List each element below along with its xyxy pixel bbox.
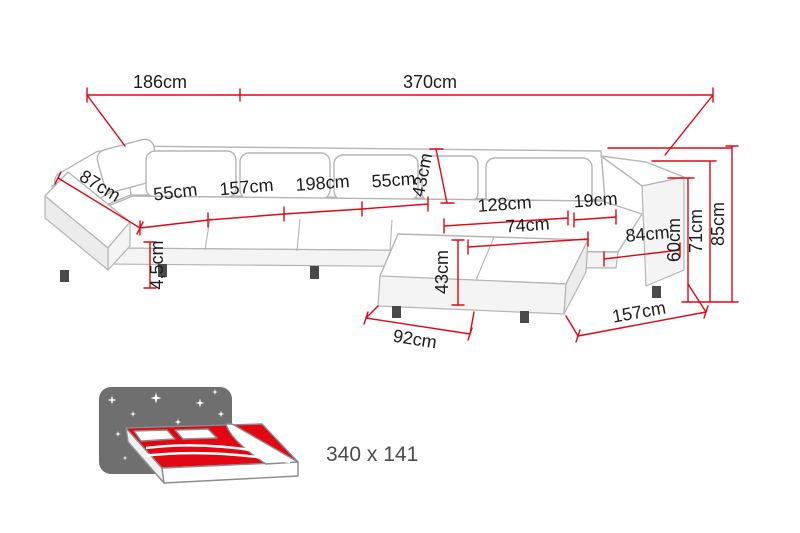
dim-seat-depth-right: 84cm: [603, 222, 681, 267]
dim-label-55-mid: 55cm: [371, 169, 416, 192]
dim-line-71: [651, 160, 717, 303]
dim-line-43-ottoman: [451, 239, 465, 306]
dim-ottoman-height: 43cm: [432, 239, 465, 306]
dim-leg-height: 4,5cm: [143, 240, 167, 290]
ottoman-seam: [475, 236, 495, 281]
dimension-lines: 186cm 370cm 87cm 55cm 157cm 198cm 55cm 4…: [54, 72, 739, 353]
sofa-leg: [520, 311, 529, 323]
sofa-leg: [60, 270, 69, 282]
dim-right-section: 157cm: [565, 283, 709, 343]
dim-label-43-ottoman: 43cm: [432, 250, 452, 294]
dim-line-43-back: [429, 148, 455, 204]
dim-label-198: 198cm: [295, 171, 350, 195]
dim-line-85: [607, 145, 739, 303]
bed-icon: [125, 423, 299, 484]
dim-arm-height: 71cm: [651, 160, 717, 303]
dim-label-370: 370cm: [403, 72, 457, 92]
sleeping-function-icon: 340 x 141: [99, 387, 418, 484]
sofa-leg: [158, 264, 167, 277]
dim-label-60: 60cm: [664, 218, 684, 262]
dim-line-128: [443, 210, 569, 234]
dim-label-84: 84cm: [625, 222, 671, 246]
dim-label-157-left: 157cm: [219, 175, 275, 200]
dim-line-74: [467, 231, 589, 255]
dim-label-74: 74cm: [505, 214, 550, 237]
sofa-leg: [310, 266, 319, 279]
sleeping-size-label: 340 x 141: [326, 443, 418, 466]
dim-line-top: [86, 87, 714, 156]
dim-chaise-front: 92cm: [363, 305, 475, 353]
sofa-leg: [392, 306, 401, 318]
sofa-illustration: [44, 138, 685, 323]
dim-line-157-right: [565, 283, 709, 343]
dim-line-45-leg: [143, 241, 157, 289]
bed-base-front: [161, 461, 299, 484]
dim-label-19: 19cm: [573, 189, 618, 212]
dim-line-84: [603, 242, 681, 267]
dim-label-45-leg: 4,5cm: [147, 240, 167, 289]
ottoman-side: [563, 239, 589, 315]
dim-seat-row: 55cm 157cm 198cm 55cm: [139, 169, 429, 236]
dim-label-71: 71cm: [686, 209, 706, 253]
dim-line-92: [363, 305, 475, 341]
dim-ottoman-top: 74cm: [467, 214, 589, 255]
dim-label-186: 186cm: [133, 72, 187, 92]
dim-label-128: 128cm: [477, 192, 532, 216]
duvet-line: [145, 444, 285, 458]
dim-chaise-top: 128cm: [443, 192, 569, 234]
dim-label-92: 92cm: [392, 326, 439, 353]
pillow: [174, 428, 218, 440]
dim-line-19: [573, 209, 617, 228]
sofa-leg: [652, 286, 661, 298]
seat-seam: [204, 217, 393, 252]
dim-seat-height: 60cm: [664, 177, 695, 303]
dim-top-width: 186cm 370cm: [86, 72, 714, 156]
dim-total-height: 85cm: [607, 145, 739, 303]
pillow: [133, 429, 176, 442]
dim-line-60: [667, 177, 695, 303]
dim-label-157-right: 157cm: [611, 298, 668, 327]
dim-line-seat-row: [139, 196, 429, 236]
left-armrest-side: [44, 195, 109, 271]
duvet-line: [141, 451, 291, 464]
dim-right-arm: 19cm: [573, 189, 618, 228]
right-armrest-outer: [641, 176, 685, 287]
dim-label-85: 85cm: [708, 202, 728, 246]
